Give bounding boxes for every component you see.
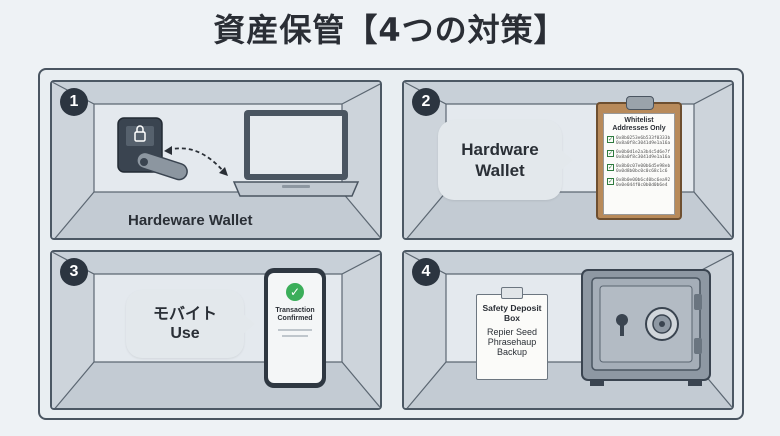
note-title: Safety Deposit bbox=[482, 303, 542, 313]
whitelist-address: 0x0e044f0c0b0d0b6e4 bbox=[616, 183, 668, 188]
bubble-line: モバイト bbox=[152, 304, 217, 323]
bubble-line: Hardware bbox=[461, 139, 539, 159]
note-clip-icon bbox=[501, 287, 523, 299]
whitelist-address: 0x0d8b0bc0c0c68c1c6 bbox=[616, 169, 668, 174]
panel-whitelist: 2 Hardware Wallet Whitelist Addresses On… bbox=[402, 80, 734, 240]
step-badge: 4 bbox=[412, 258, 440, 286]
phone-status: Transaction bbox=[275, 307, 315, 314]
phone-status: Confirmed bbox=[277, 315, 313, 322]
mobile-use-bubble: モバイト Use bbox=[126, 290, 255, 358]
panel-mobile: 3 モバイト Use ✓ Transaction Confirmed bbox=[50, 250, 382, 410]
smartphone: ✓ Transaction Confirmed bbox=[264, 268, 326, 388]
hardware-wallet-bubble: Hardware Wallet bbox=[438, 120, 573, 200]
hardware-wallet-icon bbox=[117, 117, 188, 181]
whitelist-address: 0x8b0253e6b533f0333b bbox=[616, 136, 671, 141]
bubble-line: Use bbox=[170, 325, 200, 342]
check-icon: ✓ bbox=[286, 283, 304, 301]
checkbox-checked-icon: ✓ bbox=[607, 136, 614, 143]
whitelist-clipboard: Whitelist Addresses Only ✓0x8b0253e6b533… bbox=[596, 96, 682, 220]
bubble-line: Wallet bbox=[475, 161, 525, 180]
clipboard-paper: Whitelist Addresses Only ✓0x8b0253e6b533… bbox=[603, 113, 675, 215]
checkbox-checked-icon: ✓ bbox=[607, 164, 614, 171]
clipboard-heading: Addresses Only bbox=[612, 125, 666, 132]
sync-arrow-icon bbox=[164, 146, 228, 176]
whitelist-address: 0x8a0f8c3041d9e1a16a bbox=[616, 141, 671, 146]
checkbox-checked-icon: ✓ bbox=[607, 178, 614, 185]
laptop-icon bbox=[232, 110, 360, 197]
whitelist-address: 0x8b0e00b6c40bc6ea92 bbox=[616, 178, 671, 183]
panel-hardware-wallet: 1 Hardeware Wallet bbox=[50, 80, 382, 240]
clipboard-clip-icon bbox=[626, 96, 654, 110]
clipboard-heading: Whitelist bbox=[624, 117, 654, 124]
outer-frame: 1 Hardeware Wallet bbox=[38, 68, 744, 420]
hardware-wallet-caption: Hardeware Wallet bbox=[128, 212, 253, 229]
seed-phrase-note: Safety Deposit Box Repier Seed Phrasehau… bbox=[476, 287, 548, 380]
note-line: Repier Seed bbox=[486, 327, 538, 337]
checkbox-checked-icon: ✓ bbox=[607, 150, 614, 157]
note-line: Phrasehaup bbox=[487, 337, 537, 347]
safe-icon bbox=[581, 269, 711, 386]
whitelist-address: 0x8b0c07e00b6d5e98eb bbox=[616, 164, 671, 169]
note-title: Box bbox=[503, 313, 521, 323]
whitelist-address: 0x0b0d1e2a3b4c5d6e7f bbox=[616, 150, 671, 155]
page-title: 資産保管【4つの対策】 bbox=[213, 11, 567, 49]
step-badge: 3 bbox=[60, 258, 88, 286]
panel-safe: 4 Safety Deposit Box Repier Seed Phraseh… bbox=[402, 250, 734, 410]
note-line: Backup bbox=[496, 347, 528, 357]
step-badge: 1 bbox=[60, 88, 88, 116]
whitelist-address: 0x8a0f8c3041d9e1a16a bbox=[616, 155, 671, 160]
phone-screen: ✓ Transaction Confirmed bbox=[268, 273, 322, 383]
step-badge: 2 bbox=[412, 88, 440, 116]
